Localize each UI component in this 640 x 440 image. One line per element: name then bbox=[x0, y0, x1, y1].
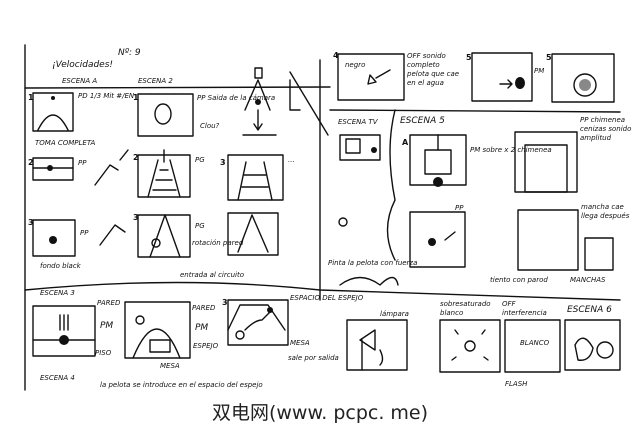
svg-text:1: 1 bbox=[133, 93, 139, 102]
scene-a-panel-2: 2 PP bbox=[28, 149, 129, 186]
svg-text:la pelota se introduce en el e: la pelota se introduce en el espacio del… bbox=[100, 381, 263, 389]
note-off-sound: OFF sonido completo pelota que cae en el… bbox=[407, 52, 460, 87]
svg-text:PD 1/3 Mit #/EN: PD 1/3 Mit #/EN bbox=[78, 92, 135, 100]
svg-text:MANCHAS: MANCHAS bbox=[570, 276, 606, 284]
divider-top-right bbox=[329, 109, 621, 113]
svg-text:3: 3 bbox=[222, 298, 228, 307]
svg-text:PM: PM bbox=[534, 67, 544, 75]
svg-text:A: A bbox=[402, 138, 409, 147]
svg-text:2: 2 bbox=[28, 158, 34, 167]
scene-2-panel-3b: PG rotación pared entrada al circuito bbox=[180, 212, 279, 279]
svg-text:PM: PM bbox=[195, 323, 208, 333]
watermark: 双电网(www. pcpc. me) bbox=[211, 402, 429, 424]
svg-text:1: 1 bbox=[28, 93, 34, 102]
svg-text:tiento con parod: tiento con parod bbox=[490, 276, 548, 284]
scene-5-panel-3: PP tiento con parod bbox=[409, 204, 548, 284]
svg-text:lámpara: lámpara bbox=[380, 310, 409, 318]
scene-tv-label: ESCENA TV bbox=[338, 118, 379, 126]
note-interferencia: OFF interferencia bbox=[502, 300, 547, 317]
scene-2-panel-2: 2 PG bbox=[133, 149, 205, 198]
svg-text:5: 5 bbox=[546, 53, 552, 62]
svg-text:PP: PP bbox=[80, 229, 89, 237]
scene-6-panel-oversaturated: sobresaturado blanco bbox=[439, 300, 501, 373]
svg-text:Clou?: Clou? bbox=[200, 122, 220, 130]
svg-text:PG: PG bbox=[195, 156, 205, 164]
scene-5-panel-2: PP chimenea cenizas sonido amplitud bbox=[514, 116, 632, 193]
svg-text:ESPACIO DEL ESPEJO: ESPACIO DEL ESPEJO bbox=[290, 294, 364, 302]
scene-3-panel-1: PARED PM PISO ESCENA 4 bbox=[32, 299, 121, 382]
divider-top-left bbox=[24, 86, 331, 89]
scene-3-panel-2: PARED PM ESPEJO MESA la pelota se introd… bbox=[100, 301, 263, 389]
svg-text:3: 3 bbox=[220, 158, 226, 167]
header-title: ¡Velocidades! bbox=[52, 60, 113, 70]
svg-text:rotación pared: rotación pared bbox=[192, 239, 244, 247]
note-mancha: mancha cae llega después bbox=[581, 203, 630, 220]
scene-2-panel-2b: 3 ... bbox=[220, 154, 295, 201]
svg-text:entrada al circuito: entrada al circuito bbox=[180, 271, 244, 279]
svg-text:3: 3 bbox=[28, 218, 34, 227]
svg-text:PISO: PISO bbox=[95, 349, 112, 357]
note-sobresaturado: sobresaturado blanco bbox=[440, 300, 491, 317]
scene-5-label: ESCENA 5 bbox=[400, 116, 445, 126]
scene-a-panel-1: 1 PD 1/3 Mit #/EN TOMA COMPLETA bbox=[28, 92, 135, 147]
scene-a-label: ESCENA A bbox=[62, 77, 97, 85]
svg-text:PARED: PARED bbox=[97, 299, 121, 307]
svg-text:PG: PG bbox=[195, 222, 205, 230]
scene-2-label: ESCENA 2 bbox=[138, 77, 173, 85]
scene-tv-panel: Pinta la pelota con fuerza bbox=[328, 109, 417, 286]
scene-6-panel-bulb bbox=[564, 319, 621, 371]
svg-text:PP Saida de la cámara: PP Saida de la cámara bbox=[197, 94, 275, 102]
scene-6-panel-lamp: lámpara bbox=[346, 310, 409, 371]
svg-text:...: ... bbox=[288, 156, 295, 164]
svg-text:PARED: PARED bbox=[192, 304, 216, 312]
svg-text:ESPEJO: ESPEJO bbox=[193, 342, 219, 350]
scene-4-panel-ball: 5 PM bbox=[466, 52, 544, 102]
scene-2-panel-3: 3 bbox=[133, 213, 191, 258]
svg-text:PP: PP bbox=[78, 159, 87, 167]
svg-text:4: 4 bbox=[333, 51, 339, 60]
scene-5-panel-4: mancha cae llega después MANCHAS bbox=[517, 203, 630, 284]
svg-text:PM sobre x 2 chimenea: PM sobre x 2 chimenea bbox=[470, 146, 552, 154]
divider-bottom bbox=[24, 281, 621, 301]
svg-text:MESA: MESA bbox=[160, 362, 180, 370]
scene-2-panel-1: 1 PP Saida de la cámara Clou? bbox=[133, 93, 275, 137]
scene-5-panel-1: A PM sobre x 2 chimenea bbox=[402, 134, 552, 187]
svg-text:BLANCO: BLANCO bbox=[520, 339, 550, 347]
camera-diagram bbox=[242, 67, 329, 136]
scene-3-label: ESCENA 3 bbox=[40, 289, 75, 297]
svg-text:sale por salida: sale por salida bbox=[288, 354, 339, 362]
scene-6-panel-flash: BLANCO FLASH OFF interferencia bbox=[502, 300, 561, 388]
svg-text:5: 5 bbox=[466, 53, 472, 62]
scene-3-panel-3: 3 ESPACIO DEL ESPEJO MESA sale por salid… bbox=[222, 294, 364, 362]
svg-text:fondo black: fondo black bbox=[40, 262, 82, 270]
scene-a-panel-3: 3 PP fondo black bbox=[28, 218, 126, 270]
note-chimenea: PP chimenea cenizas sonido amplitud bbox=[580, 116, 632, 142]
svg-text:negro: negro bbox=[345, 61, 365, 69]
svg-text:TOMA COMPLETA: TOMA COMPLETA bbox=[35, 139, 95, 147]
svg-text:MESA: MESA bbox=[290, 339, 310, 347]
svg-text:Pinta la pelota con fuerza: Pinta la pelota con fuerza bbox=[328, 259, 417, 267]
scene-4-label: ESCENA 4 bbox=[40, 374, 75, 382]
svg-text:3: 3 bbox=[133, 213, 139, 222]
scene-4-panel-negro: 4 negro OFF sonido completo pelota que c… bbox=[333, 51, 460, 101]
page-number: Nº: 9 bbox=[118, 48, 141, 58]
svg-text:PM: PM bbox=[100, 321, 113, 331]
scene-4-panel-closeup: 5 bbox=[546, 53, 615, 103]
svg-text:FLASH: FLASH bbox=[505, 380, 528, 388]
svg-text:2: 2 bbox=[133, 153, 139, 162]
scene-6-label: ESCENA 6 bbox=[567, 305, 612, 315]
svg-text:PP: PP bbox=[455, 204, 464, 212]
